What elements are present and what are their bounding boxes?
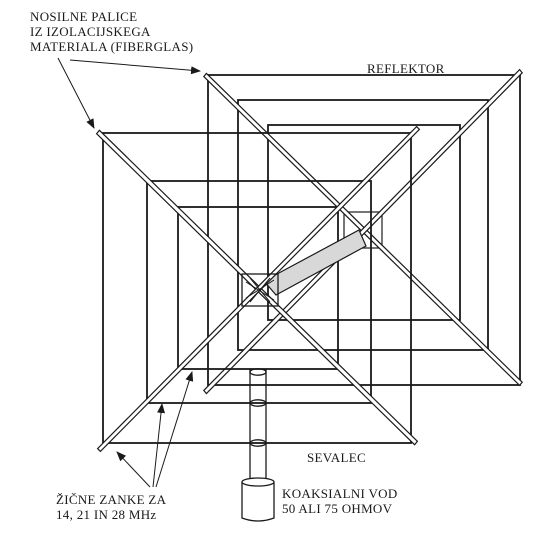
support-label-line1: NOSILNE PALICE xyxy=(30,9,137,24)
reflector-loop-28mhz xyxy=(267,124,461,321)
callout-arrows xyxy=(57,57,201,488)
driven-loop-21mhz xyxy=(146,180,372,404)
feed-lines xyxy=(249,368,267,482)
reflector-loop-14mhz xyxy=(207,74,521,386)
driven-spreader-ne-sw xyxy=(96,125,421,453)
driven-spreaders xyxy=(95,125,421,453)
driven-hub xyxy=(241,273,279,307)
loops-label-line1: ŽIČNE ZANKE ZA xyxy=(56,492,167,507)
reflector-loop-21mhz xyxy=(237,99,489,351)
driven-loop-14mhz xyxy=(102,132,412,444)
reflector-spreaders xyxy=(202,68,524,395)
support-label-line3: MATERIALA (FIBERGLAS) xyxy=(30,39,193,54)
arrow-to-reflector-spreader xyxy=(69,59,201,75)
coax-cable xyxy=(241,477,275,522)
arrow-to-driven-spreader xyxy=(57,57,95,129)
coax-label-line1: KOAKSIALNI VOD xyxy=(282,486,398,501)
arrow-to-loop-outer xyxy=(116,451,151,488)
arrow-to-loop-inner xyxy=(155,371,194,488)
driven-label: SEVALEC xyxy=(307,450,366,465)
reflector-label: REFLEKTOR xyxy=(367,61,445,76)
support-label-line2: IZ IZOLACIJSKEGA xyxy=(30,24,151,39)
boom xyxy=(263,229,367,296)
loops-label-line2: 14, 21 IN 28 MHz xyxy=(56,507,156,522)
coax-label-line2: 50 ALI 75 OHMOV xyxy=(282,501,393,516)
arrow-to-loop-middle xyxy=(152,403,166,488)
